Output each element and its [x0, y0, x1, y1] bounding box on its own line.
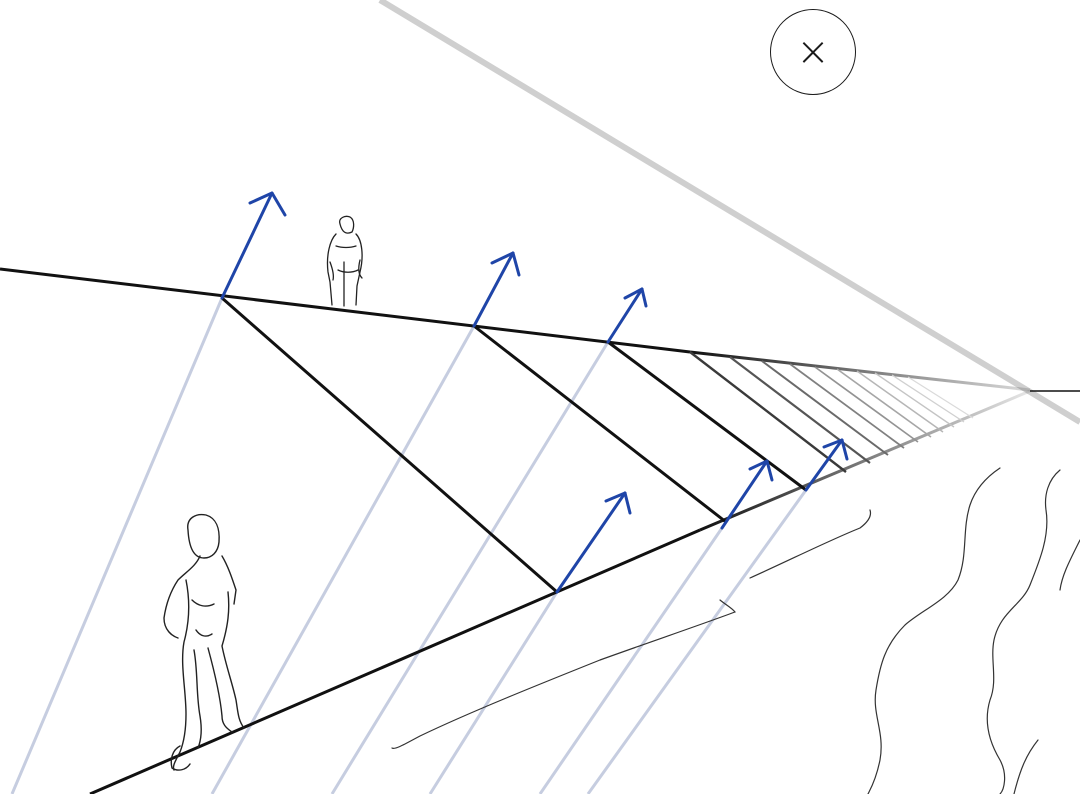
rocky-terrain-sketch [391, 467, 1080, 794]
close-icon: × [796, 29, 830, 75]
rail-line [221, 296, 558, 594]
wall-top-edge-fade [689, 350, 1031, 392]
projector-line [10, 297, 224, 794]
wall-rails [221, 296, 807, 594]
projector-line [330, 341, 610, 794]
arrow-icon [555, 491, 632, 594]
distant-figure-sketch [326, 215, 363, 307]
arrow-icon [606, 287, 648, 344]
wall-top-edge [0, 267, 691, 354]
ground-edge [89, 528, 701, 794]
light-projector-lines [10, 297, 808, 794]
sun-ray-line [378, 0, 1080, 425]
rail-line [607, 340, 807, 492]
arrow-icon [804, 438, 849, 492]
projector-line [428, 591, 559, 794]
rail-line [473, 324, 727, 524]
arrow-icon [472, 251, 521, 328]
arrow-icon [720, 459, 774, 530]
close-button[interactable]: × [770, 9, 856, 95]
projector-line [586, 489, 808, 794]
arrow-icon [220, 191, 287, 300]
projector-line [210, 325, 476, 794]
foreground-figure-sketch [163, 513, 245, 771]
light-direction-arrows [220, 191, 849, 594]
receding-hatching [689, 351, 974, 473]
projector-line [538, 527, 724, 794]
